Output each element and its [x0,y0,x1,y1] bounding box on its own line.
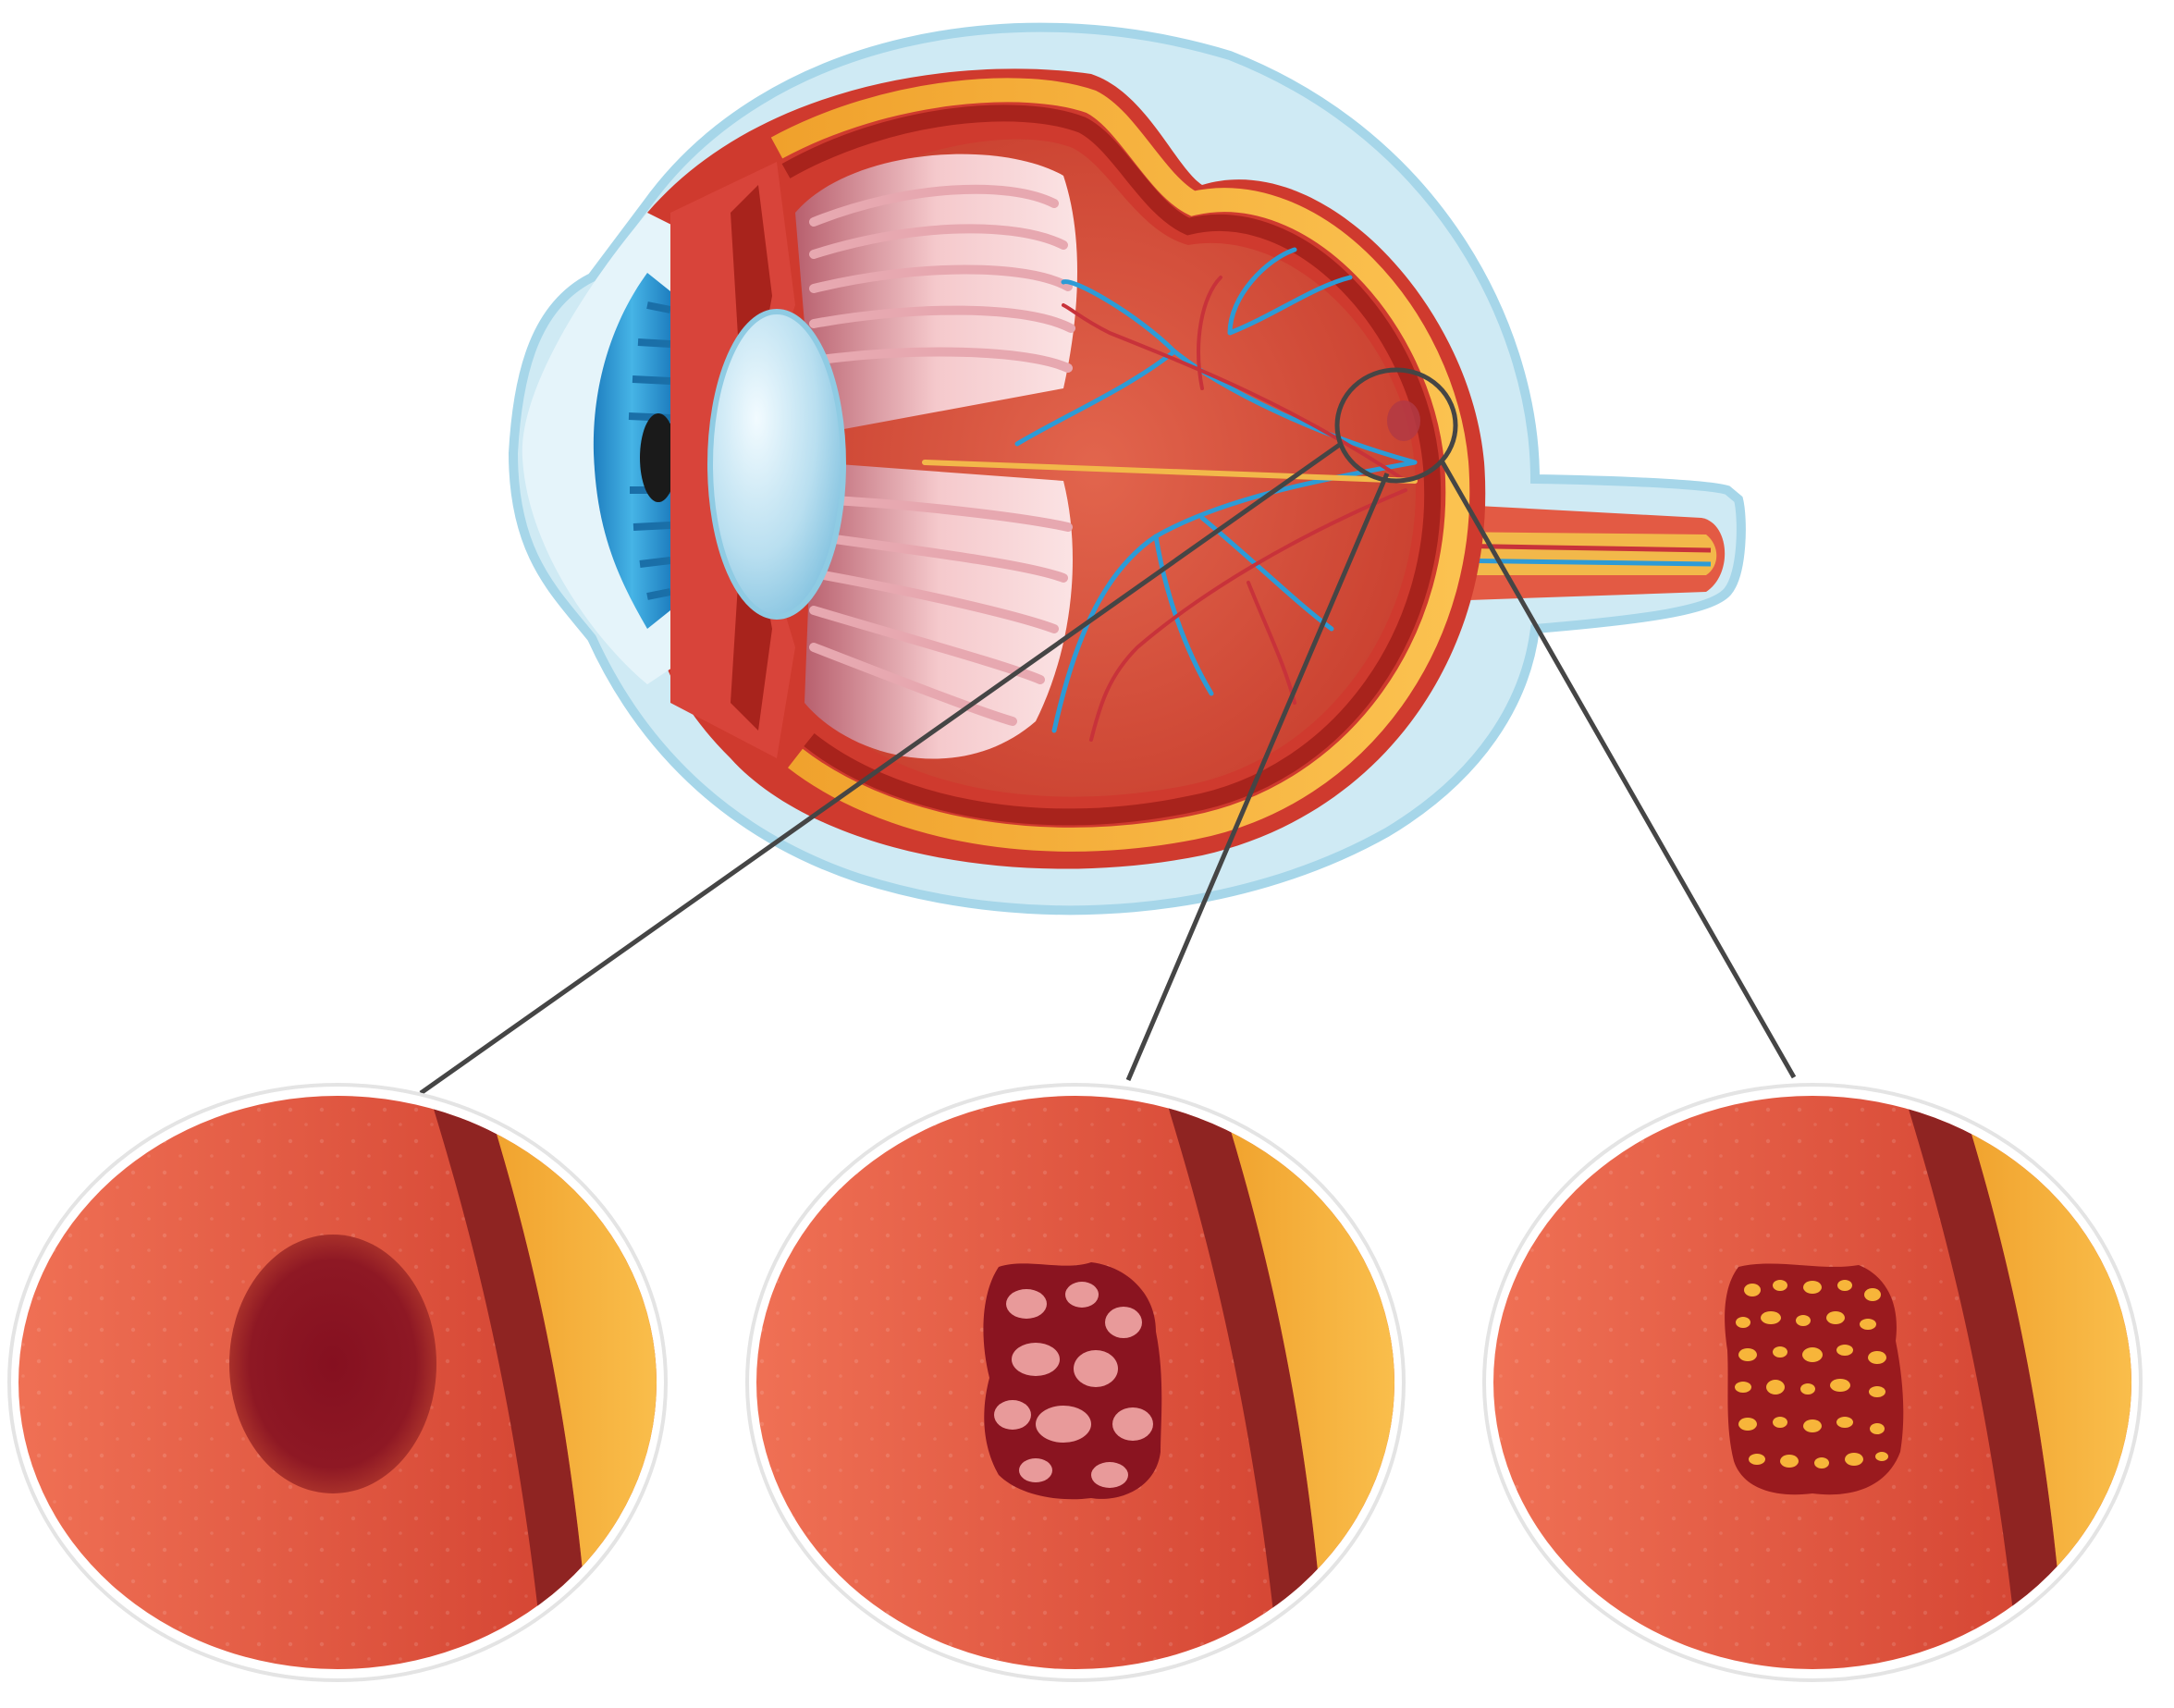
macula-uniform-lesion-icon [229,1235,436,1493]
macula-spot [1387,400,1420,441]
eye-cross-section-icon [513,28,1741,911]
lens [710,312,843,617]
macula-blotchy-lesion-icon [983,1262,1161,1499]
stage-3-macula [1484,1082,2159,1683]
stage-2-macula [747,1082,1419,1683]
stage-1-macula [9,1082,684,1683]
macula-drusen-lesion-icon [1725,1263,1903,1494]
